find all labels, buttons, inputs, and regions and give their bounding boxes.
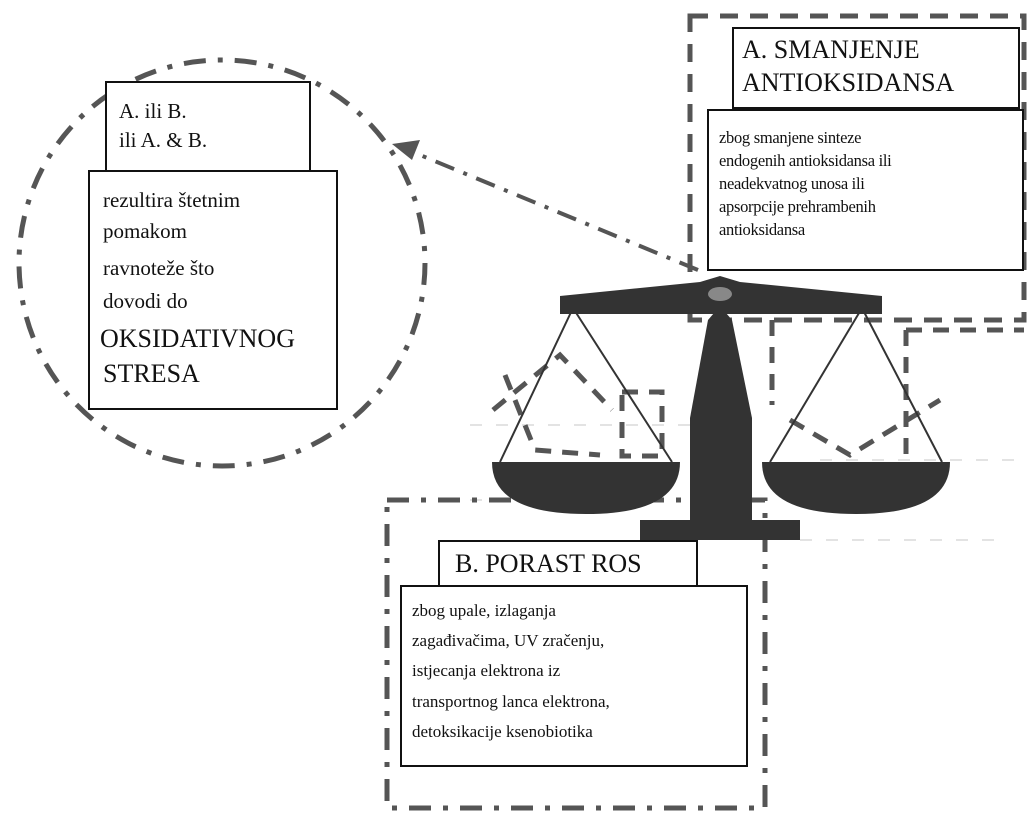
section-b-title-box: B. PORAST ROS [438, 540, 698, 588]
section-a-title-line-2: ANTIOKSIDANSA [742, 68, 955, 97]
scale-pillar [690, 306, 752, 520]
section-b-desc-line-3: istjecanja elektrona iz [412, 661, 561, 680]
scale-dashed-marks [491, 320, 1024, 460]
section-a-dashed-boundary [687, 13, 1027, 323]
combo-line-1: A. ili B. [119, 99, 187, 123]
result-line-6: STRESA [103, 359, 200, 388]
result-line-4: dovodi do [103, 289, 188, 313]
scale-right-pan [762, 462, 950, 514]
scale-left-strings [499, 307, 673, 463]
combo-box: A. ili B. ili A. & B. [105, 81, 311, 173]
result-line-1: rezultira štetnim [103, 188, 241, 212]
combo-line-2: ili A. & B. [119, 128, 208, 152]
result-dashdot-circle [16, 57, 428, 469]
scale-left-pan [492, 462, 680, 514]
result-line-2: pomakom [103, 219, 187, 243]
result-line-5: OKSIDATIVNOG [100, 324, 295, 353]
section-a-desc-line-1: zbog smanjene sinteze [719, 128, 862, 147]
section-b-desc-line-4: transportnog lanca elektrona, [412, 692, 610, 711]
result-box: rezultira štetnim pomakom ravnoteže što … [88, 170, 338, 410]
section-b-description-box: zbog upale, izlaganja zagađivačima, UV z… [400, 585, 748, 767]
section-b-desc-line-5: detoksikacije ksenobiotika [412, 722, 593, 741]
section-a-desc-line-5: antioksidansa [719, 220, 805, 239]
result-line-3: ravnoteže što [103, 256, 215, 280]
section-a-desc-line-4: apsorpcije prehrambenih [719, 197, 876, 216]
section-a-title-line-1: A. SMANJENJE [742, 35, 920, 64]
section-a-description-box: zbog smanjene sinteze endogenih antioksi… [707, 109, 1024, 271]
section-b-title: B. PORAST ROS [455, 549, 642, 578]
section-a-desc-line-2: endogenih antioksidansa ili [719, 151, 892, 170]
arrow-to-result [392, 140, 699, 272]
section-a-desc-line-3: neadekvatnog unosa ili [719, 174, 865, 193]
section-b-desc-line-2: zagađivačima, UV zračenju, [412, 631, 605, 650]
balance-scale [492, 276, 950, 540]
section-a-title-box: A. SMANJENJE ANTIOKSIDANSA [732, 27, 1020, 109]
scale-pivot [708, 287, 732, 301]
section-b-desc-line-1: zbog upale, izlaganja [412, 601, 556, 620]
scale-base [640, 520, 800, 540]
scale-right-strings [769, 307, 943, 463]
